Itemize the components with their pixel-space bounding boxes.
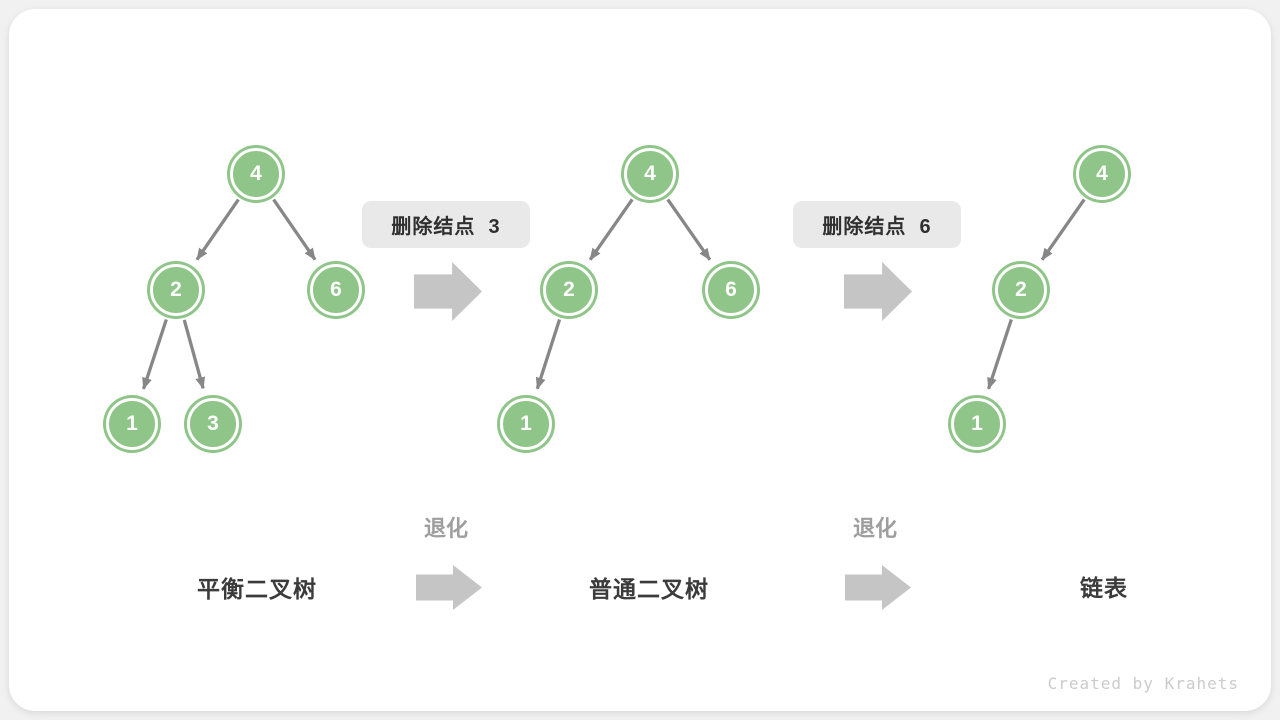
degrade-label-1: 退化: [423, 516, 469, 541]
tree1-node-2: 2: [150, 264, 202, 316]
tree2-label: 普通二叉树: [589, 576, 709, 602]
degrade-arrow-icon-2: [845, 565, 911, 610]
tree1-node-1: 1: [106, 398, 158, 450]
tree3-node-1: 1: [951, 398, 1003, 450]
operation-label-2: 删除结点 6: [793, 201, 961, 248]
tree3-label: 链表: [1080, 575, 1128, 601]
tree2-node-1: 1: [500, 398, 552, 450]
tree2-node-2: 2: [543, 264, 595, 316]
tree3-edge-2-1: [986, 318, 1013, 390]
tree2-node-6: 6: [705, 264, 757, 316]
tree1-edge-2-3: [182, 319, 206, 390]
degrade-label-2: 退化: [852, 516, 898, 541]
tree2-edge-2-1: [535, 319, 562, 390]
tree1-edge-4-2: [195, 198, 240, 261]
transition-arrow-icon-1: [414, 262, 482, 321]
tree1-edge-2-1: [141, 318, 168, 390]
tree2-edge-4-2: [588, 198, 634, 261]
tree3-node-4: 4: [1076, 148, 1128, 200]
tree1-node-4: 4: [230, 148, 282, 200]
tree-edges-layer: [141, 198, 1086, 390]
tree2-edge-4-6: [666, 198, 712, 261]
tree1-node-6: 6: [310, 264, 362, 316]
degrade-arrow-icon-1: [416, 565, 482, 610]
operation-label-1: 删除结点 3: [362, 201, 530, 248]
tree1-label: 平衡二叉树: [197, 576, 317, 602]
tree2-node-4: 4: [624, 148, 676, 200]
transition-arrow-icon-2: [844, 262, 912, 321]
tree1-node-3: 3: [187, 398, 239, 450]
tree1-edge-4-6: [272, 198, 317, 261]
tree3-edge-4-2: [1040, 198, 1086, 261]
tree3-node-2: 2: [995, 264, 1047, 316]
watermark: Created by Krahets: [1047, 674, 1239, 693]
